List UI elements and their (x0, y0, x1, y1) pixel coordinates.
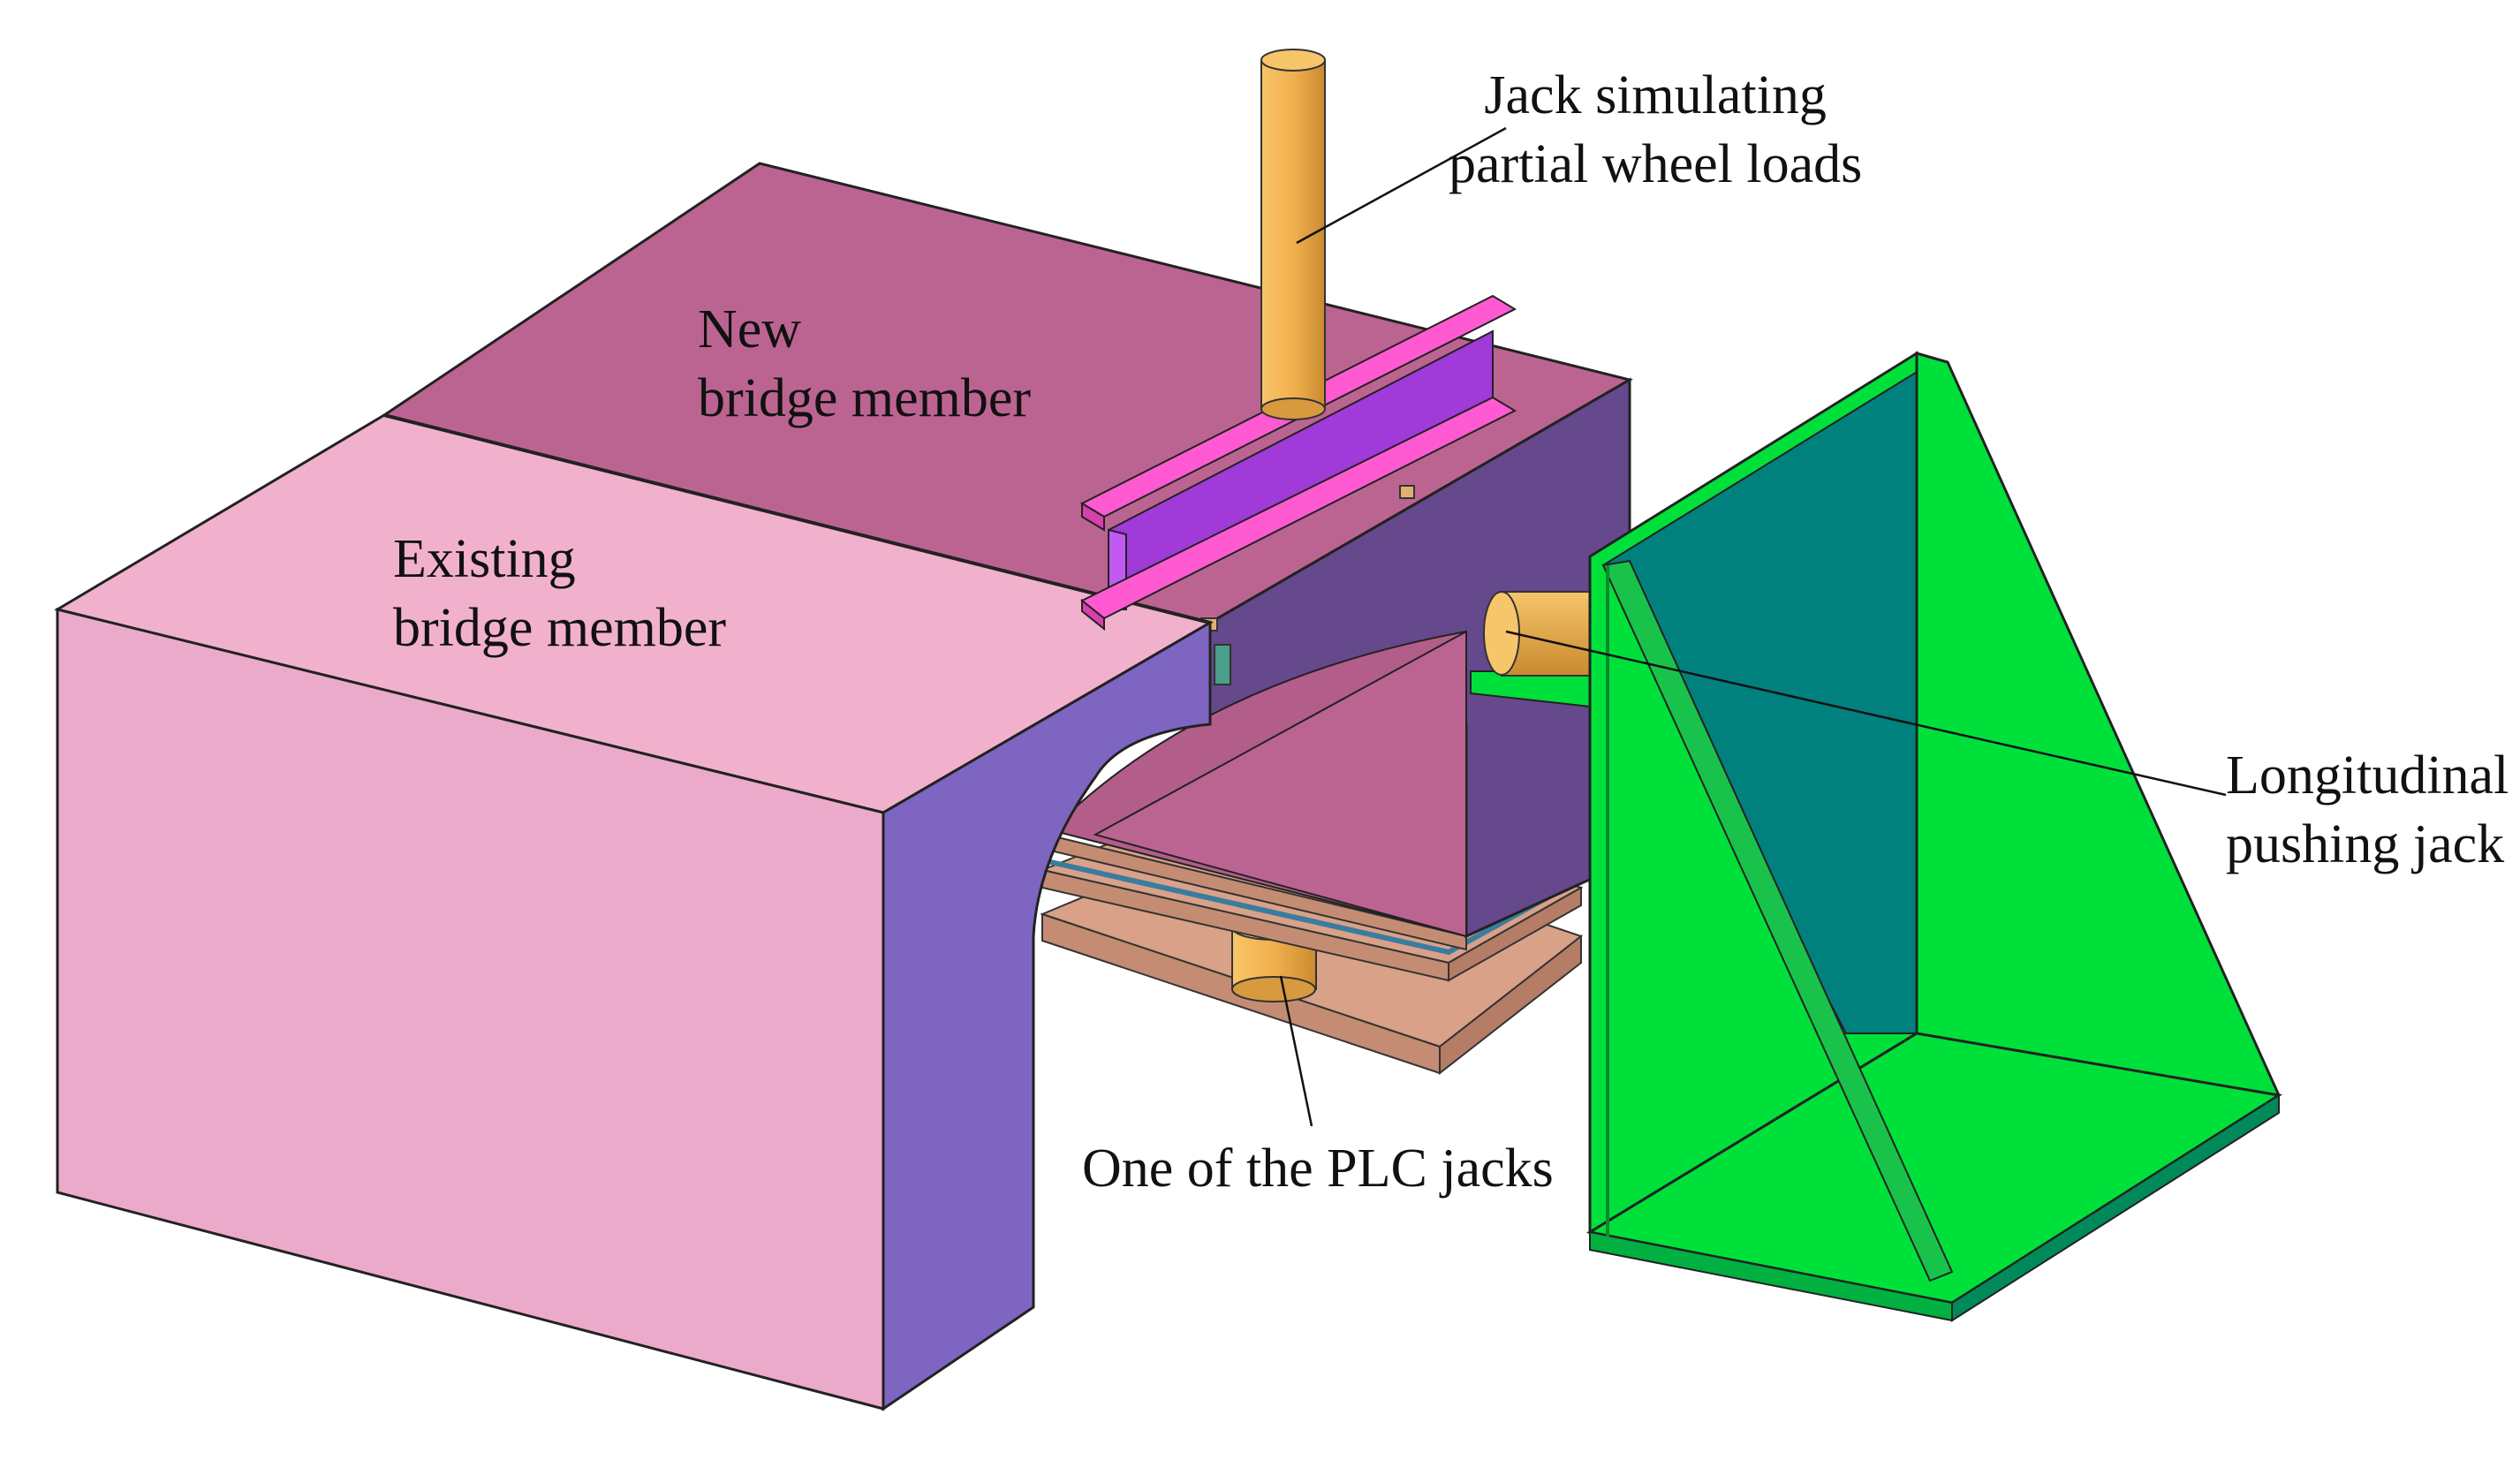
label-new-bridge-member: New bridge member (698, 296, 1031, 433)
leader-plc (1279, 975, 1313, 1127)
label-long-line2: pushing jack (2226, 813, 2505, 874)
label-plc-jack: One of the PLC jacks (1082, 1135, 1554, 1204)
vertical-jack-icon (1260, 59, 1326, 410)
label-new-line2: bridge member (698, 367, 1032, 428)
label-jack-simulating-wheel-loads: Jack simulating partial wheel loads (1449, 62, 1862, 199)
label-plc-text: One of the PLC jacks (1082, 1138, 1554, 1199)
bottom-plate-side (1439, 934, 1582, 1076)
leader-jack (1296, 126, 1507, 245)
loading-i-beam (1079, 294, 1517, 632)
existing-bridge-member (54, 413, 1214, 1411)
vertical-jack (1260, 49, 1326, 420)
label-longitudinal-pushing-jack: Longitudinal pushing jack (2226, 742, 2509, 879)
label-jack-line2: partial wheel loads (1449, 133, 1863, 194)
existing-member-side (882, 620, 1212, 1411)
leader-lines (1279, 126, 2227, 1127)
label-existing-bridge-member: Existing bridge member (393, 526, 726, 662)
label-existing-line1: Existing (393, 529, 576, 589)
label-existing-line2: bridge member (393, 597, 727, 658)
label-long-line1: Longitudinal (2226, 745, 2509, 806)
middle-plate-side (1448, 886, 1582, 982)
label-jack-line1: Jack simulating (1484, 65, 1827, 125)
label-new-line1: New (698, 299, 802, 359)
frame-inner-diagonal (1601, 559, 1954, 1282)
leader-longitudinal (1505, 630, 2227, 797)
reaction-frame (1585, 351, 2283, 1322)
